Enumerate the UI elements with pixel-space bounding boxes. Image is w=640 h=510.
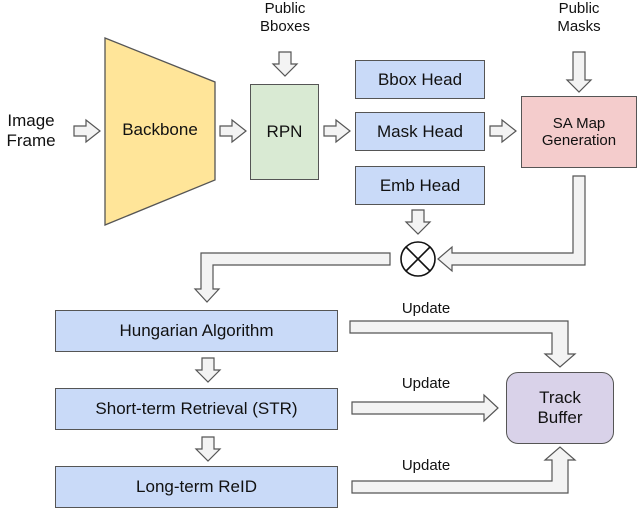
track-buffer-line1: Track xyxy=(539,388,581,408)
sa-map-line2: Generation xyxy=(541,132,617,149)
arrow-emb-to-multiply xyxy=(404,209,432,235)
rpn-box: RPN xyxy=(250,84,319,180)
multiply-cross-b xyxy=(405,246,431,272)
update-label-str: Update xyxy=(401,375,451,392)
backbone-label: Backbone xyxy=(122,120,198,139)
bbox-head-box: Bbox Head xyxy=(355,60,485,99)
arrow-rpn-to-heads xyxy=(323,118,351,144)
track-buffer-box: Track Buffer xyxy=(506,372,614,444)
input-label-line1: Image xyxy=(7,111,55,130)
sa-map-line1: SA Map xyxy=(552,114,606,132)
arrow-masks-to-samap xyxy=(565,51,593,93)
arrow-bboxes-to-rpn xyxy=(271,51,299,77)
arrow-input-to-backbone xyxy=(73,118,101,144)
arrow-backbone-to-rpn xyxy=(219,118,247,144)
public-bboxes-label: Public Bboxes xyxy=(238,0,332,36)
hungarian-box: Hungarian Algorithm xyxy=(55,310,338,352)
arrow-samap-to-multiply xyxy=(437,175,586,273)
str-box: Short-term Retrieval (STR) xyxy=(55,388,338,430)
update-label-reid: Update xyxy=(401,457,451,474)
mask-head-box: Mask Head xyxy=(355,112,485,151)
arrow-str-to-buffer xyxy=(351,393,499,423)
arrow-str-to-reid xyxy=(194,436,222,462)
arrow-hungarian-to-str xyxy=(194,357,222,383)
emb-head-box: Emb Head xyxy=(355,166,485,205)
input-label-line2: Frame xyxy=(6,131,56,151)
track-buffer-line2: Buffer xyxy=(537,408,583,427)
public-bboxes-line1: Public xyxy=(264,0,306,17)
sa-map-box: SA Map Generation xyxy=(521,96,637,168)
public-masks-line1: Public xyxy=(558,0,600,17)
input-label: Image Frame xyxy=(0,111,62,152)
arrow-heads-to-samap xyxy=(489,118,517,144)
update-label-hungarian: Update xyxy=(401,300,451,317)
arrow-multiply-to-hungarian xyxy=(193,252,391,303)
arrow-hungarian-to-buffer xyxy=(349,320,577,368)
public-bboxes-line2: Bboxes xyxy=(259,18,311,35)
reid-box: Long-term ReID xyxy=(55,466,338,508)
arrow-reid-to-buffer xyxy=(351,446,577,494)
backbone-shape xyxy=(104,37,216,226)
public-masks-line2: Masks xyxy=(557,18,601,35)
public-masks-label: Public Masks xyxy=(532,0,626,36)
